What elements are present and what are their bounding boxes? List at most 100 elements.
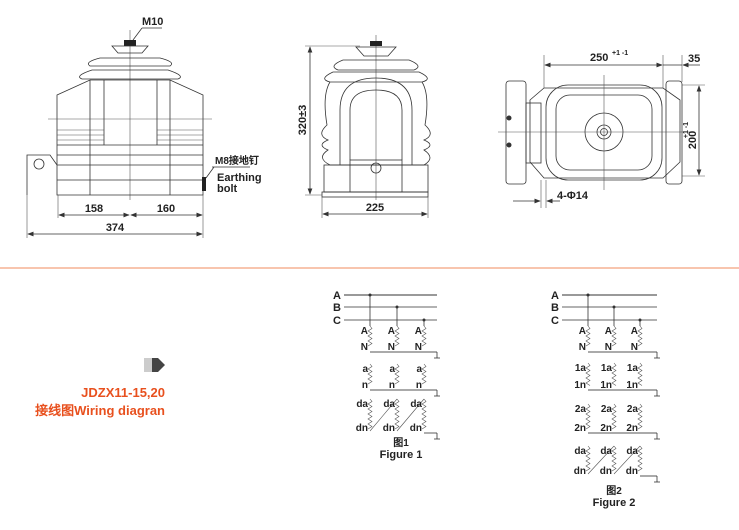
winding-coil xyxy=(637,362,643,386)
caption: JDZX11-15,20 接线图Wiring diagran xyxy=(35,358,165,418)
terminal-label-bottom: 1n xyxy=(600,380,612,391)
dim-250-tolerance: +1 -1 xyxy=(612,50,628,57)
open-delta-link xyxy=(369,398,398,432)
bus-label-b: B xyxy=(333,302,341,314)
junction-dot xyxy=(368,293,372,297)
side-view: M10 M8接地钉 Earthing bolt 158 160 374 xyxy=(26,16,262,238)
terminal-label-top: 2a xyxy=(575,404,587,415)
terminal-nut xyxy=(124,40,136,46)
terminal-label-bottom: dn xyxy=(626,466,638,477)
dim-225: 225 xyxy=(366,202,384,214)
terminal-label-bottom: n xyxy=(389,380,395,391)
figure-2: ABCANANAN1a1n1a1n1a1n2a2n2a2n2a2ndadndad… xyxy=(551,290,660,509)
winding-coil xyxy=(585,445,591,472)
hole-label: 4-Φ14 xyxy=(557,190,589,202)
terminal-label-bottom: 2n xyxy=(626,423,638,434)
figure-caption-cn: 图2 xyxy=(606,485,622,497)
figure-caption-en: Figure 2 xyxy=(593,497,636,509)
front-view: 320±3 225 xyxy=(297,35,431,218)
junction-dot xyxy=(612,305,616,309)
earthing-label-en-2: bolt xyxy=(217,183,237,195)
figure-caption-cn: 图1 xyxy=(393,437,409,449)
terminal-label-bottom: dn xyxy=(356,423,368,434)
terminal-label-top: 1a xyxy=(601,363,613,374)
terminal-label-top: A xyxy=(388,326,395,337)
shed-top xyxy=(87,57,173,67)
nameplate-hole xyxy=(370,162,382,174)
figure-caption-en: Figure 1 xyxy=(380,449,423,461)
winding-coil xyxy=(367,363,373,385)
bus-label-b: B xyxy=(551,302,559,314)
terminal-label-top: 2a xyxy=(601,404,613,415)
terminal-label-top: A xyxy=(415,326,422,337)
terminal-label-top: da xyxy=(626,446,638,457)
terminal-label-top: 1a xyxy=(627,363,639,374)
terminal-label-bottom: dn xyxy=(600,466,612,477)
terminal-label-top: 2a xyxy=(627,404,639,415)
dim-35: 35 xyxy=(688,53,700,65)
terminal-label: M10 xyxy=(142,16,163,28)
terminal-label-bottom: N xyxy=(605,342,612,353)
winding-coil xyxy=(585,325,591,347)
earthing-bolt xyxy=(202,177,206,191)
winding-coil xyxy=(421,363,427,385)
terminal-label-bottom: N xyxy=(415,342,422,353)
winding-coil xyxy=(611,445,617,472)
terminal-label-bottom: 2n xyxy=(574,423,586,434)
insulator-cap xyxy=(111,45,149,54)
terminal-label-top: A xyxy=(631,326,638,337)
terminal-label-top: da xyxy=(383,399,395,410)
winding-coil xyxy=(367,398,373,430)
terminal-label-top: a xyxy=(416,364,422,375)
dim-200-tolerance: +1 -1 xyxy=(683,122,690,138)
terminal-label-top: a xyxy=(389,364,395,375)
terminal-label-bottom: n xyxy=(362,380,368,391)
winding-coil xyxy=(421,398,427,430)
model-label: JDZX11-15,20 xyxy=(81,385,165,400)
dim-158: 158 xyxy=(85,203,103,215)
wiring-diagram-title: 接线图Wiring diagran xyxy=(35,403,165,418)
dim-250: 250 xyxy=(590,52,608,64)
bus-label-c: C xyxy=(333,315,341,327)
terminal-label-bottom: N xyxy=(361,342,368,353)
winding-coil xyxy=(394,363,400,385)
terminal-label-top: da xyxy=(600,446,612,457)
terminal-label-bottom: dn xyxy=(383,423,395,434)
top-view: 250 +1 -1 35 200 +1 -1 4-Φ14 xyxy=(498,50,705,208)
open-delta-link xyxy=(613,445,641,475)
terminal-label-bottom: 1n xyxy=(626,380,638,391)
shed-bottom xyxy=(79,69,181,80)
terminal-label-top: da xyxy=(356,399,368,410)
terminal-nut xyxy=(370,41,382,46)
terminal-label-top: a xyxy=(362,364,368,375)
mounting-hole xyxy=(33,158,45,170)
open-delta-link xyxy=(396,398,425,432)
open-delta-link xyxy=(587,445,615,475)
winding-coil xyxy=(637,445,643,472)
earthing-label-en: Earthing xyxy=(217,172,262,184)
winding-coil xyxy=(394,325,400,347)
winding-coil xyxy=(611,325,617,347)
base-outline xyxy=(529,87,681,179)
winding-coil xyxy=(585,362,591,386)
mounting-flange xyxy=(26,154,58,195)
winding-coil xyxy=(394,398,400,430)
leader-line xyxy=(132,27,143,41)
winding-coil xyxy=(421,325,427,347)
arrow-right-icon xyxy=(150,358,165,372)
terminal-label-top: 1a xyxy=(575,363,587,374)
terminal-label-bottom: dn xyxy=(574,466,586,477)
winding-coil xyxy=(367,325,373,347)
winding-coil xyxy=(585,403,591,430)
junction-dot xyxy=(422,318,426,322)
dim-200: 200 xyxy=(687,131,699,149)
terminal-label-bottom: dn xyxy=(410,423,422,434)
bus-label-a: A xyxy=(551,290,559,302)
junction-dot xyxy=(395,305,399,309)
winding-coil xyxy=(611,362,617,386)
junction-dot xyxy=(586,293,590,297)
terminal-label-bottom: N xyxy=(579,342,586,353)
terminal-label-bottom: 2n xyxy=(600,423,612,434)
